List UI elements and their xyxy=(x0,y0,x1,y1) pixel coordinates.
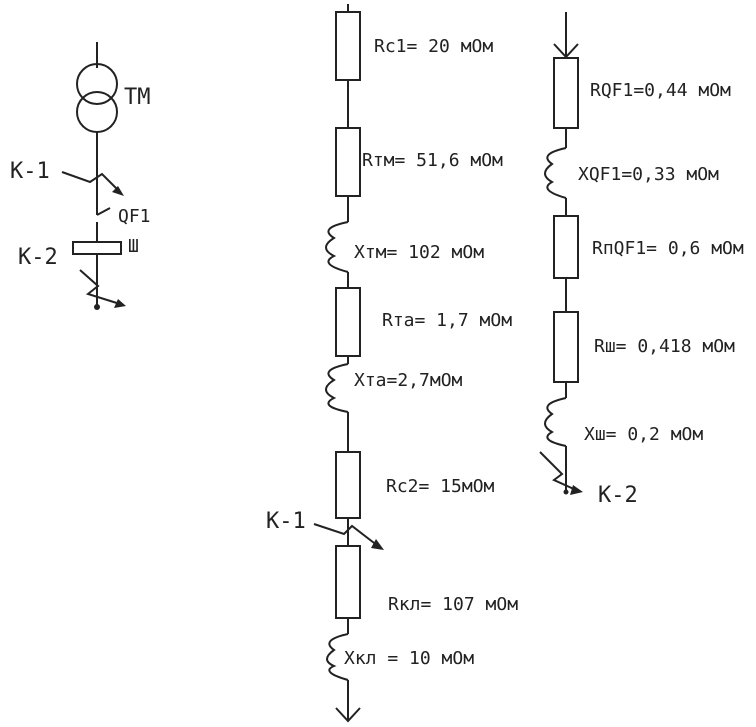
chain1-label-xtm: Xтм= 102 мОм xyxy=(354,242,484,263)
chain2-resistor-rpqf1 xyxy=(553,215,579,279)
chain2-label-xsh: Xш= 0,2 мОм xyxy=(584,424,703,445)
chain2-label-rpqf1: RпQF1= 0,6 мОм xyxy=(592,238,744,259)
chain2-resistor-rqf1 xyxy=(553,57,579,129)
chain1-label-rta: Rта= 1,7 мОм xyxy=(382,310,512,331)
breaker-label: QF1 xyxy=(118,206,151,227)
chain2-label-xqf1: XQF1=0,33 мОм xyxy=(578,164,719,185)
fault-k1-arrowhead xyxy=(112,186,124,196)
busbar-label: Ш xyxy=(128,236,139,257)
chain1-fault-arrowhead xyxy=(371,539,384,550)
chain1-resistor-rkl xyxy=(335,545,361,619)
breaker-switch xyxy=(96,207,111,216)
chain2-inductor-xqf1 xyxy=(544,147,567,199)
fault-k1-label: K-1 xyxy=(10,159,50,184)
chain2-resistor-rsh xyxy=(553,311,579,383)
chain2-fault-arrowhead xyxy=(570,485,583,495)
chain1-resistor-rc2 xyxy=(335,451,361,519)
fault-k2-label: K-2 xyxy=(18,245,58,270)
impedance-chain-1: Rс1= 20 мОм Rтм= 51,6 мОм Xтм= 102 мОм R… xyxy=(266,4,518,723)
chain1-resistor-rc1 xyxy=(335,11,361,81)
transformer-label: TM xyxy=(124,85,151,110)
transformer-winding-primary xyxy=(76,63,118,105)
chain2-fault-label: K-2 xyxy=(598,483,638,508)
chain2-label-rsh: Rш= 0,418 мОм xyxy=(594,336,735,357)
chain1-label-rc2: Rс2= 15мОм xyxy=(386,476,495,497)
chain1-fault-arrow xyxy=(313,523,379,547)
chain2-label-rqf1: RQF1=0,44 мОм xyxy=(590,80,731,101)
fault-k2-arrowhead xyxy=(114,299,126,308)
chain1-resistor-rtm xyxy=(335,127,361,197)
chain2-end-node xyxy=(563,489,569,495)
chain1-inductor-xkl xyxy=(326,633,349,681)
transformer-winding-secondary xyxy=(76,91,118,133)
single-line-schematic: TM K-1 QF1 Ш K-2 xyxy=(10,42,151,310)
chain1-output-arrowhead xyxy=(335,707,361,723)
chain1-inductor-xta xyxy=(325,363,349,413)
chain1-inductor-xtm xyxy=(325,221,349,273)
chain1-fault-label: K-1 xyxy=(266,509,306,534)
chain2-fault-arrow xyxy=(539,451,577,491)
fault-k2-arrow xyxy=(79,269,121,305)
chain1-label-rtm: Rтм= 51,6 мОм xyxy=(362,150,503,171)
busbar xyxy=(72,241,122,255)
chain1-resistor-rta xyxy=(335,287,361,357)
chain1-label-xta: Xта=2,7мОм xyxy=(354,370,463,391)
chain2-inductor-xsh xyxy=(544,397,567,447)
load-node xyxy=(94,304,100,310)
chain1-label-rkl: Rкл= 107 мОм xyxy=(388,594,518,615)
chain1-label-xkl: Xкл = 10 мОм xyxy=(344,648,474,669)
impedance-chain-2: RQF1=0,44 мОм XQF1=0,33 мОм RпQF1= 0,6 м… xyxy=(539,12,744,508)
chain1-label-rc1: Rс1= 20 мОм xyxy=(374,36,493,57)
fault-k1-arrow xyxy=(61,171,121,193)
